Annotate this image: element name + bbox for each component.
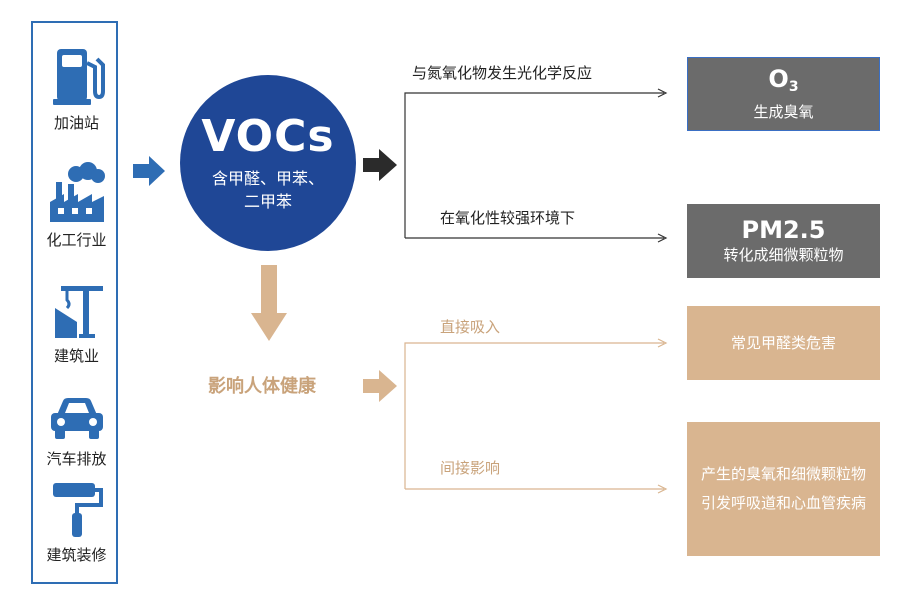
ozone-formula: O3: [768, 65, 799, 95]
source-label: 建筑装修: [46, 546, 107, 564]
vocs-subtitle-line2: 二甲苯: [243, 192, 292, 211]
source-construction: 建筑业: [33, 278, 120, 366]
vocs-subtitle-line1: 含甲醛、甲苯、: [211, 169, 324, 188]
gas-pump-icon: [52, 49, 105, 105]
source-label: 化工行业: [46, 231, 107, 249]
source-label: 汽车排放: [46, 450, 107, 468]
formaldehyde-harm-text: 常见甲醛类危害: [730, 334, 836, 352]
car-icon: [50, 398, 103, 439]
ozone-text: 生成臭氧: [753, 103, 814, 121]
source-chemical-industry: 化工行业: [33, 162, 120, 250]
factory-icon: [49, 162, 105, 222]
pm25-result-box: PM2.5 转化成细微颗粒物: [687, 204, 880, 278]
source-gas-station: 加油站: [33, 45, 120, 133]
health-to-effects-arrow: [363, 370, 397, 402]
paint-roller-icon: [52, 483, 103, 537]
source-car-emission: 汽车排放: [33, 393, 120, 469]
source-label: 加油站: [53, 114, 99, 132]
pm25-text: 转化成细微颗粒物: [723, 246, 844, 264]
ozone-result-box: O3 生成臭氧: [687, 57, 880, 131]
formaldehyde-harm-box: 常见甲醛类危害: [687, 306, 880, 380]
indirect-effect-label: 间接影响: [440, 459, 501, 477]
vocs-title: VOCs: [201, 111, 335, 162]
source-label: 建筑业: [53, 347, 99, 365]
emission-sources-panel: 加油站 化工行业 建筑业: [31, 21, 118, 584]
indirect-harm-box: 产生的臭氧和细微颗粒物引发呼吸道和心血管疾病: [687, 422, 880, 556]
direct-inhalation-label: 直接吸入: [440, 318, 501, 336]
voc-to-health-arrow: [251, 265, 287, 341]
source-decoration: 建筑装修: [33, 479, 120, 565]
indirect-harm-text: 产生的臭氧和细微颗粒物引发呼吸道和心血管疾病: [701, 465, 867, 512]
voc-to-reactions-arrow: [363, 149, 397, 181]
oxidizing-environment-label: 在氧化性较强环境下: [440, 209, 576, 227]
health-impact-label: 影响人体健康: [208, 376, 316, 397]
pm25-title: PM2.5: [741, 216, 826, 244]
photochemical-reaction-label: 与氮氧化物发生光化学反应: [412, 64, 593, 82]
vocs-circle: VOCs 含甲醛、甲苯、 二甲苯: [180, 75, 356, 251]
construction-crane-icon: [54, 286, 103, 338]
source-to-voc-arrow: [133, 156, 165, 186]
